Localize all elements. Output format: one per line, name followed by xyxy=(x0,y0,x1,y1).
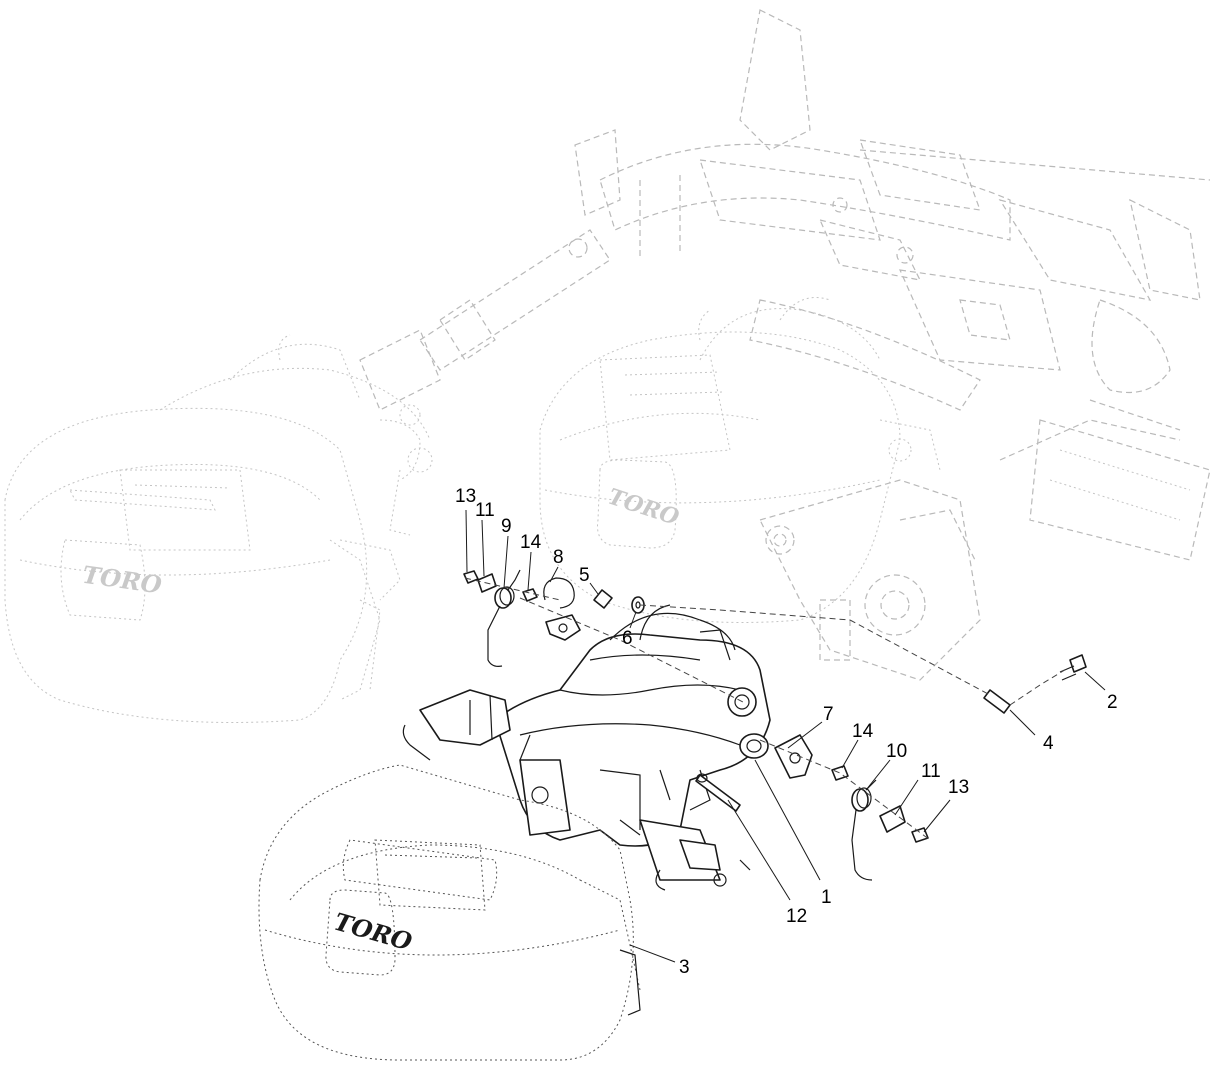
callout-11-left: 11 xyxy=(475,500,495,521)
callout-9: 9 xyxy=(501,516,512,537)
callout-14-right: 14 xyxy=(852,721,874,742)
callout-13-right: 13 xyxy=(948,777,969,798)
spacer-11-right xyxy=(879,805,906,833)
toro-logo: TORO xyxy=(331,907,416,957)
svg-text:TORO: TORO xyxy=(81,560,164,600)
carrier-frame-assembly xyxy=(402,604,771,891)
callout-3: 3 xyxy=(679,957,690,978)
hardware-left-side xyxy=(463,569,645,667)
callout-2: 2 xyxy=(1107,692,1118,713)
callout-numbers: 13 11 9 14 8 5 6 2 4 7 14 10 11 13 1 12 … xyxy=(455,486,1118,978)
callout-12: 12 xyxy=(786,906,807,927)
clip-5 xyxy=(593,589,613,609)
assembly-axis-lines xyxy=(464,577,1069,841)
bolt-12 xyxy=(695,774,741,812)
bolt-2 xyxy=(1069,654,1087,673)
callout-13-left: 13 xyxy=(455,486,476,507)
torsion-spring-10 xyxy=(851,779,877,881)
callout-14-left: 14 xyxy=(520,532,542,553)
pin-4 xyxy=(983,689,1011,714)
phantom-cutting-unit-left: TORO xyxy=(4,334,433,723)
nut-14-left xyxy=(522,588,538,602)
bracket-7 xyxy=(774,734,813,779)
callout-1: 1 xyxy=(821,887,832,908)
lock-nut-13-left xyxy=(463,570,479,584)
callout-8: 8 xyxy=(553,547,564,568)
callout-leaders xyxy=(465,509,1106,963)
callout-10: 10 xyxy=(886,741,907,762)
phantom-cutting-unit-center: TORO xyxy=(539,297,941,623)
callout-4: 4 xyxy=(1043,733,1054,754)
phantom-frame xyxy=(359,9,1211,681)
callout-11-right: 11 xyxy=(921,761,941,782)
nut-14-right xyxy=(831,765,849,781)
bracket-left xyxy=(545,614,581,641)
callout-6: 6 xyxy=(622,628,633,649)
ring-8 xyxy=(543,577,575,609)
callout-7: 7 xyxy=(823,704,834,725)
callout-5: 5 xyxy=(579,565,590,586)
torsion-spring-9 xyxy=(487,569,521,667)
svg-text:TORO: TORO xyxy=(605,484,682,531)
